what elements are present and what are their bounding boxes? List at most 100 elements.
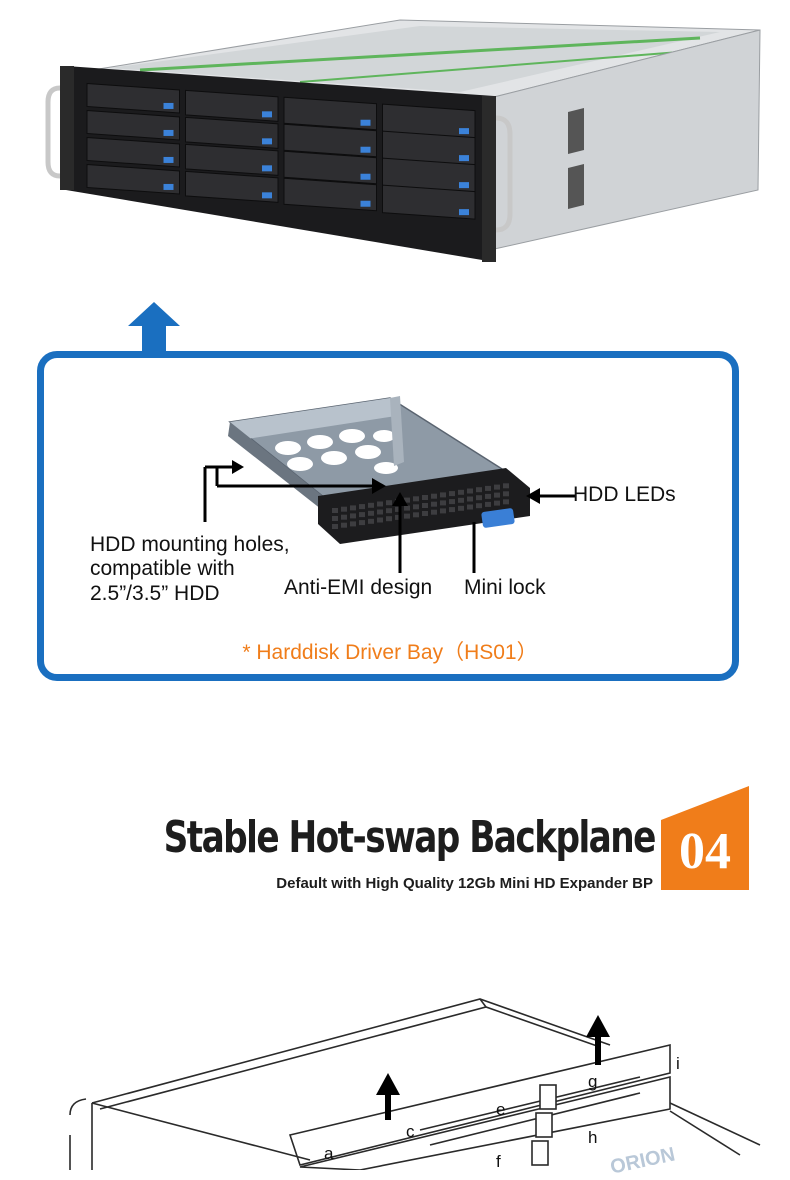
vent-slot — [467, 504, 473, 510]
drive-bay — [283, 123, 377, 158]
drive-bay — [185, 170, 279, 203]
drive-bay-led — [262, 165, 272, 172]
vent-slot — [404, 497, 410, 503]
backplane-diagram — [69, 998, 761, 1170]
vent-slot — [386, 516, 392, 522]
diagram-letter-h: h — [588, 1128, 598, 1147]
vent-slot — [341, 506, 347, 512]
section-number: 04 — [679, 823, 731, 880]
diagram-letter-e: e — [496, 1100, 506, 1119]
vent-slot — [377, 517, 383, 523]
drive-bay — [86, 136, 180, 168]
drive-bay-led — [163, 183, 174, 190]
mounting-holes-label-line3: 2.5”/3.5” HDD — [90, 582, 220, 605]
vent-slot — [413, 496, 419, 502]
vent-slot — [494, 500, 500, 506]
vent-slot — [377, 501, 383, 507]
drive-bay — [283, 96, 377, 131]
vent-slot — [485, 493, 491, 499]
tray-detail-frame — [37, 351, 739, 681]
drive-bay-led — [459, 182, 469, 189]
drive-bay — [185, 143, 279, 176]
drive-bay — [86, 82, 180, 114]
drive-bay-led — [360, 200, 371, 207]
vent-slot — [467, 496, 473, 502]
vent-slot — [332, 508, 338, 513]
vent-slot — [395, 506, 401, 512]
vent-slot — [332, 516, 338, 521]
vent-slot — [368, 502, 374, 508]
vent-slot — [449, 491, 455, 497]
vent-slot — [476, 503, 482, 509]
vent-slot — [422, 511, 428, 516]
drive-bay — [185, 116, 279, 149]
vent-slot — [422, 495, 428, 500]
vent-slot — [458, 505, 464, 511]
section-number-badge — [661, 786, 749, 890]
drive-bay — [185, 89, 279, 122]
drive-bay-led — [262, 192, 272, 199]
vent-slot — [476, 495, 482, 501]
diagram-letter-f: f — [496, 1152, 501, 1171]
vent-slot — [359, 512, 365, 518]
up-arrow-icon — [128, 302, 180, 356]
mounting-holes-label-line1: HDD mounting holes, — [90, 533, 290, 556]
vent-slot — [485, 485, 491, 491]
mini-lock-label: Mini lock — [464, 576, 546, 599]
vent-slot — [503, 483, 509, 489]
vent-slot — [431, 493, 437, 499]
drive-tray-image — [228, 396, 530, 544]
vent-slot — [440, 492, 446, 498]
vent-slot — [359, 504, 365, 510]
vent-slot — [386, 508, 392, 514]
section-subtitle: Default with High Quality 12Gb Mini HD E… — [276, 875, 653, 892]
drive-bay — [283, 177, 377, 212]
diagram-letter-i: i — [676, 1054, 680, 1073]
drive-bay-led — [360, 146, 371, 153]
vent-slot — [449, 499, 455, 505]
vent-slot — [476, 487, 482, 493]
vent-slot — [359, 520, 365, 526]
vent-slot — [404, 513, 410, 519]
anti-emi-label: Anti-EMI design — [284, 576, 433, 599]
drive-bay-led — [262, 111, 272, 118]
vent-slot — [449, 507, 455, 513]
vent-slot — [494, 484, 500, 490]
vent-slot — [494, 492, 500, 498]
drive-bay-led — [163, 129, 174, 136]
drive-bay-led — [459, 155, 469, 162]
vent-slot — [440, 508, 446, 514]
vent-slot — [422, 503, 428, 508]
server-chassis-image — [45, 19, 761, 262]
vent-slot — [413, 512, 419, 518]
vent-slot — [503, 491, 509, 497]
vent-slot — [431, 501, 437, 507]
vent-slot — [377, 509, 383, 515]
drive-bay-led — [459, 128, 469, 135]
vent-slot — [350, 505, 356, 511]
callout-lines — [203, 460, 576, 573]
vent-slot — [503, 499, 509, 505]
vent-slot — [458, 489, 464, 495]
vent-slot — [341, 522, 347, 528]
vent-slot — [386, 500, 392, 506]
drive-bay-led — [163, 102, 174, 109]
vent-slot — [350, 513, 356, 519]
drive-bay — [283, 150, 377, 185]
drive-bay-led — [360, 173, 371, 180]
vent-slot — [485, 501, 491, 507]
vent-slot — [395, 514, 401, 520]
vent-slot — [368, 518, 374, 524]
drive-bay — [86, 163, 180, 195]
vent-slot — [431, 509, 437, 515]
drive-bay-led — [459, 209, 469, 216]
mounting-holes-label-line2: compatible with — [90, 557, 235, 580]
vent-slot — [404, 505, 410, 511]
tray-caption: * Harddisk Driver Bay（HS01） — [242, 641, 538, 664]
vent-slot — [458, 497, 464, 503]
vent-slot — [467, 488, 473, 494]
drive-bay — [86, 109, 180, 141]
vent-slot — [332, 524, 338, 529]
drive-bay — [382, 184, 476, 220]
drive-bay-led — [262, 138, 272, 145]
